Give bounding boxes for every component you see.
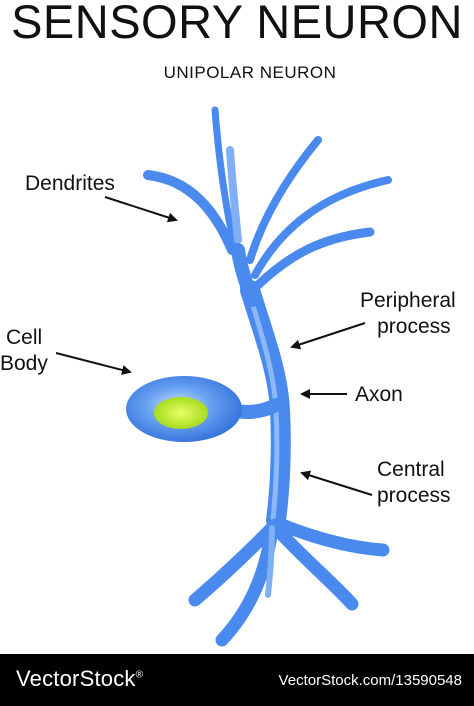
label-peripheral-process: Peripheral process (360, 288, 456, 340)
axon-terminals (188, 518, 390, 647)
label-peripheral-line2: process (377, 315, 451, 338)
diagram-title: SENSORY NEURON (11, 0, 463, 48)
label-central-line1: Central (377, 458, 445, 481)
dendrites (143, 106, 392, 294)
label-arrows (55, 196, 373, 496)
dendrite-branch (253, 227, 375, 290)
terminal-branch (265, 525, 275, 598)
footer-brand-text: VectorStock (16, 666, 136, 691)
terminal-branch (275, 518, 390, 557)
peripheral-process (231, 243, 259, 307)
label-central-line2: process (377, 484, 451, 507)
footer-brand[interactable]: VectorStock® (16, 666, 143, 692)
label-cell-body-line2: Body (0, 352, 48, 375)
nucleus (154, 397, 208, 429)
dendrite-branch (246, 136, 322, 264)
footer-url[interactable]: VectorStock.com/13590548 (278, 672, 462, 689)
label-cell-body: Cell Body (0, 325, 48, 377)
label-peripheral-line1: Peripheral (360, 289, 456, 312)
dendrite-branch (251, 176, 392, 279)
dendrite-branch (226, 146, 242, 244)
arrow-dendrites (104, 196, 178, 223)
terminal-branch (271, 523, 359, 611)
footer-bar: VectorStock® VectorStock.com/13590548 (0, 654, 474, 706)
label-axon: Axon (355, 383, 403, 406)
label-central-process: Central process (377, 457, 451, 509)
diagram-subtitle: UNIPOLAR NEURON (163, 63, 337, 82)
label-cell-body-line1: Cell (6, 326, 43, 349)
arrow-peripheral (290, 322, 366, 350)
arrow-cell-body (55, 352, 132, 375)
footer-brand-mark: ® (135, 669, 144, 681)
arrow-central (300, 470, 373, 496)
label-dendrites: Dendrites (25, 172, 115, 195)
dendrite-branch (143, 170, 237, 255)
